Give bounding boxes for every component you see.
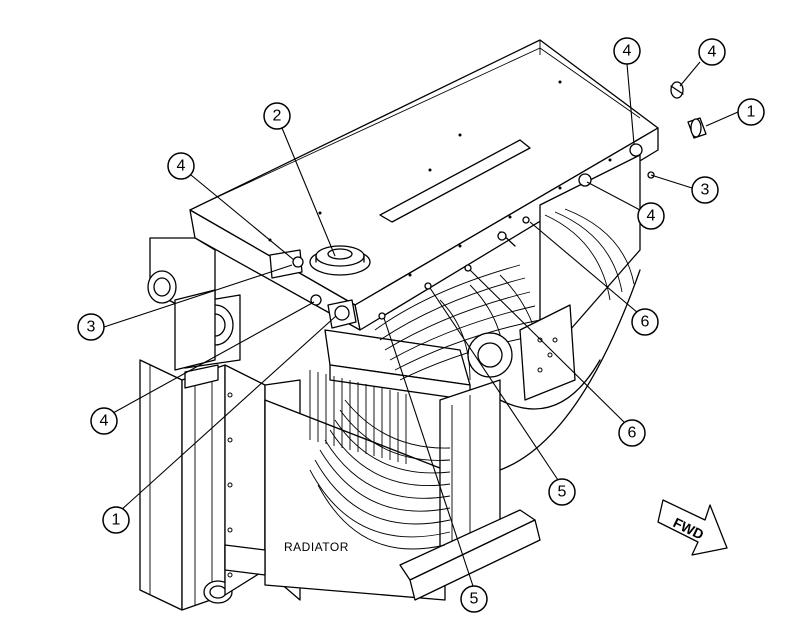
radiator-core	[139, 359, 446, 611]
callout-4-far-right: 4	[698, 38, 726, 66]
svg-text:4: 4	[623, 43, 632, 60]
callout-5-right: 5	[548, 478, 576, 506]
callout-2: 2	[263, 102, 291, 130]
fwd-arrow: FWD	[657, 499, 728, 556]
svg-text:3: 3	[87, 319, 96, 336]
callout-4-top-right: 4	[613, 37, 641, 65]
svg-text:4: 4	[177, 158, 186, 175]
callout-4-mid-right: 4	[637, 202, 665, 230]
core-fins	[309, 370, 407, 464]
callout-6-lower: 6	[618, 419, 646, 447]
callout-1-lower-left: 1	[102, 506, 130, 534]
fan-fins	[309, 399, 451, 550]
callout-6-upper: 6	[631, 308, 659, 336]
rivets-front	[268, 80, 612, 277]
fasteners	[269, 81, 707, 329]
svg-text:4: 4	[647, 208, 656, 225]
left-tank	[147, 237, 241, 371]
callout-4-lower-left: 4	[90, 407, 118, 435]
filler-cap	[309, 245, 371, 276]
fitting-left	[327, 299, 357, 329]
svg-text:6: 6	[628, 425, 637, 442]
callout-5-bottom: 5	[460, 585, 488, 613]
callout-3-left: 3	[77, 313, 105, 341]
svg-text:6: 6	[641, 314, 650, 331]
svg-text:3: 3	[701, 182, 710, 199]
radiator-label: RADIATOR	[284, 540, 349, 554]
callout-3-right: 3	[691, 176, 719, 204]
svg-text:1: 1	[112, 512, 121, 529]
svg-text:4: 4	[708, 44, 717, 61]
exploded-fitting	[687, 117, 707, 139]
callout-4-upper-left: 4	[167, 152, 195, 180]
callout-1-right: 1	[737, 98, 765, 126]
svg-text:2: 2	[273, 108, 282, 125]
leader-lines	[103, 61, 739, 587]
svg-text:1: 1	[747, 104, 756, 121]
svg-text:4: 4	[100, 413, 109, 430]
svg-text:5: 5	[558, 484, 567, 501]
svg-text:5: 5	[470, 591, 479, 608]
fan-shroud	[309, 154, 641, 601]
